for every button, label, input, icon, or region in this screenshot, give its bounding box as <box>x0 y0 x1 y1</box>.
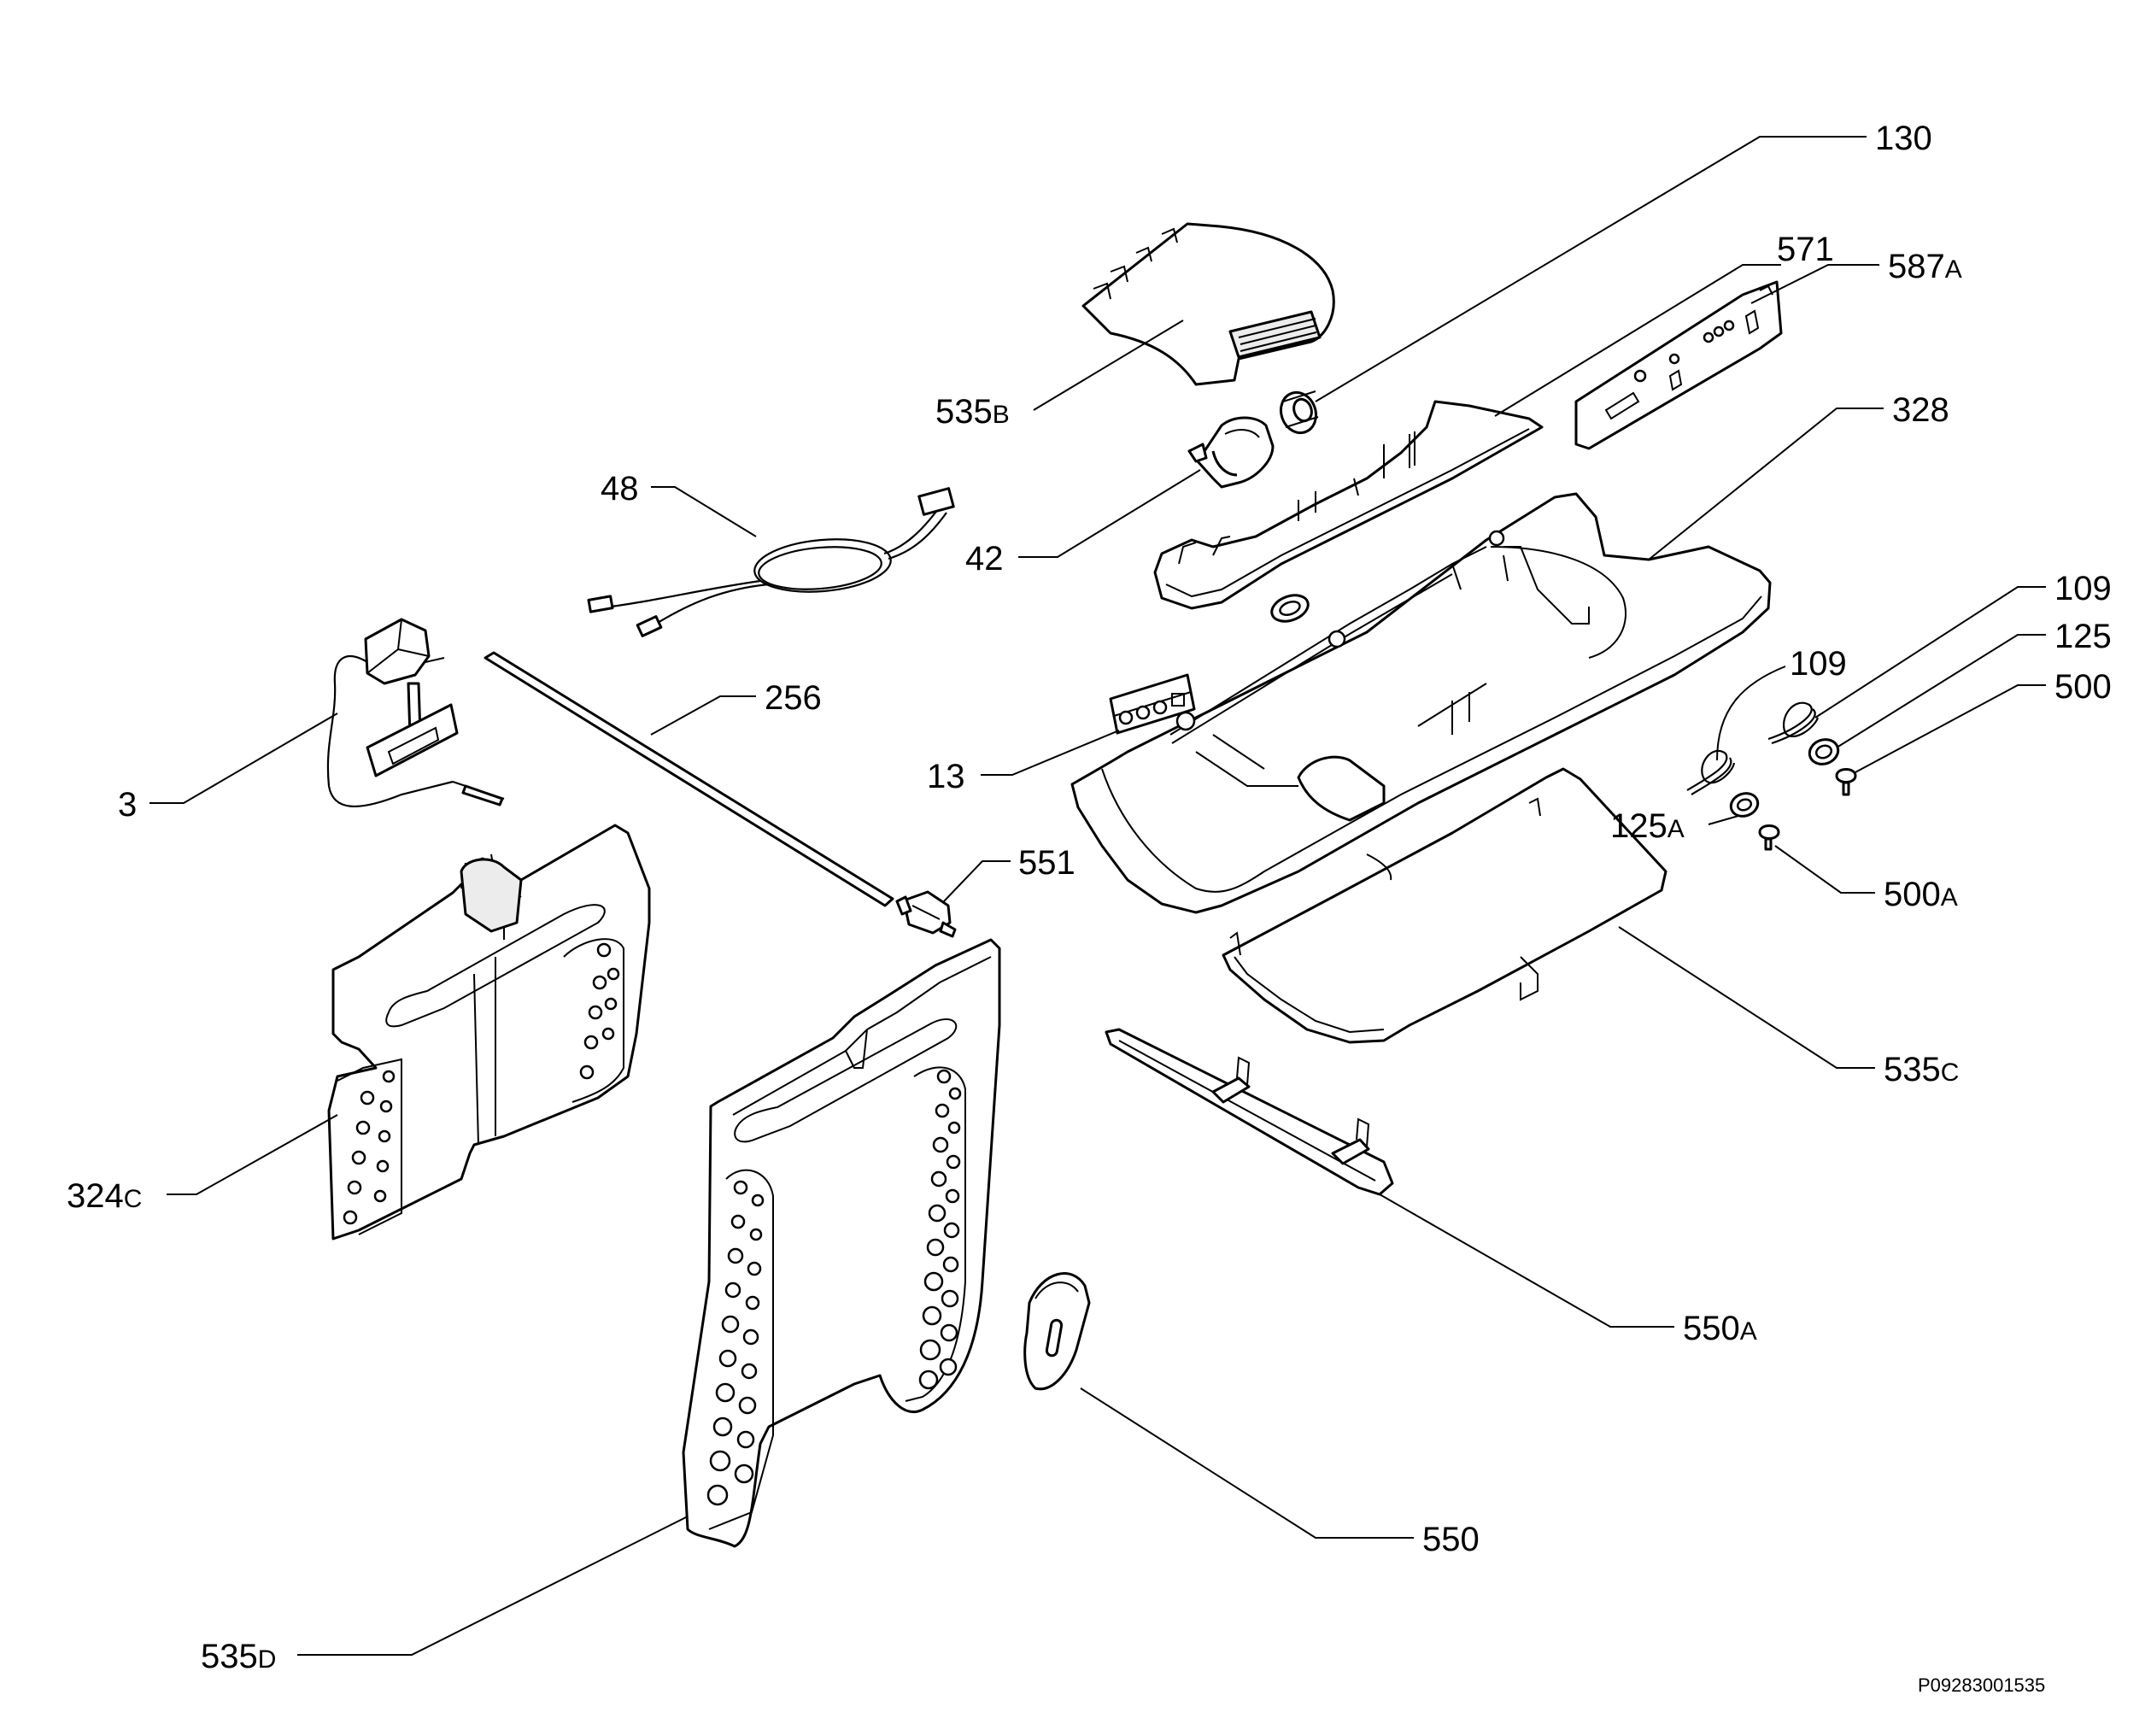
part-535c-flap <box>1222 767 1667 1044</box>
part-42-fitting <box>1187 416 1275 489</box>
part-500a-pin-left <box>1758 824 1780 851</box>
part-324c-left-tray <box>327 824 651 1240</box>
leader-535c <box>1618 926 1875 1069</box>
leader-551 <box>943 860 1011 902</box>
leader-550a <box>1379 1194 1674 1328</box>
part-48-wiring-harness <box>587 487 955 637</box>
part-571-drawer-frame <box>1153 400 1544 623</box>
leader-571 <box>1494 264 1781 417</box>
leader-500 <box>1853 684 2046 774</box>
leader-42 <box>1018 469 1201 558</box>
leader-130 <box>1315 136 1867 402</box>
callout-125a: 125A <box>1610 807 1685 845</box>
callout-535d: 535D <box>201 1638 276 1675</box>
callout-130: 130 <box>1875 120 1932 157</box>
part-109-spring-right <box>1767 701 1820 745</box>
leader-587a <box>1750 264 1879 304</box>
callout-13: 13 <box>927 758 965 795</box>
callout-125: 125 <box>2054 618 2112 655</box>
leader-lines <box>149 136 2046 1656</box>
part-535b-upper-cover <box>1081 222 1335 386</box>
part-109-spring-left <box>1686 749 1736 795</box>
callout-550: 550 <box>1422 1521 1480 1558</box>
part-130-bush <box>1279 390 1319 435</box>
leader-535d <box>297 1516 689 1656</box>
callout-labels: 130 571 587A 328 535B 48 42 109 125 109 … <box>67 120 2112 1675</box>
leader-13 <box>981 730 1120 776</box>
callout-109-right: 109 <box>2054 570 2112 607</box>
part-3-sensor <box>326 618 505 808</box>
callout-324c: 324C <box>67 1177 142 1215</box>
part-125a-ring-left <box>1729 792 1760 818</box>
part-587a-control-board <box>1574 280 1783 450</box>
callout-109-left: 109 <box>1790 645 1847 683</box>
callout-3: 3 <box>118 786 137 824</box>
callout-535c: 535C <box>1884 1051 1959 1088</box>
callout-500a: 500A <box>1884 876 1958 913</box>
callout-535b: 535B <box>935 393 1010 431</box>
leader-500a <box>1774 845 1875 894</box>
part-125-ring-right <box>1808 738 1840 765</box>
callout-550a: 550A <box>1683 1310 1757 1347</box>
leader-3 <box>149 713 338 804</box>
drawing-reference-number: P09283001535 <box>1918 1674 2045 1696</box>
callout-256: 256 <box>765 679 822 717</box>
callout-500: 500 <box>2054 668 2112 706</box>
leader-256 <box>650 695 756 736</box>
callout-587a: 587A <box>1888 248 1962 285</box>
callout-328: 328 <box>1892 391 1949 429</box>
part-550-cover-plate <box>1023 1272 1091 1391</box>
leader-109-left <box>1716 666 1786 761</box>
part-256-rod <box>484 651 894 907</box>
leader-328 <box>1648 408 1884 560</box>
leader-125a <box>1708 815 1739 825</box>
part-551-valve <box>895 890 957 938</box>
leader-125 <box>1836 634 2046 748</box>
part-328-drawer-housing <box>1070 492 1772 914</box>
leader-324c <box>167 1114 338 1195</box>
leader-535b <box>1033 320 1184 411</box>
callout-42: 42 <box>965 540 1004 578</box>
part-500-pin-right <box>1835 768 1857 796</box>
leader-48 <box>651 486 757 537</box>
leader-109-right <box>1814 586 2046 718</box>
leader-550 <box>1080 1387 1414 1539</box>
part-535d-main-tray <box>682 938 1001 1548</box>
part-550a-rail <box>1105 1028 1394 1196</box>
callout-571: 571 <box>1777 231 1834 268</box>
callout-551: 551 <box>1018 844 1076 882</box>
callout-48: 48 <box>601 470 639 507</box>
part-13-connector <box>1109 673 1196 735</box>
